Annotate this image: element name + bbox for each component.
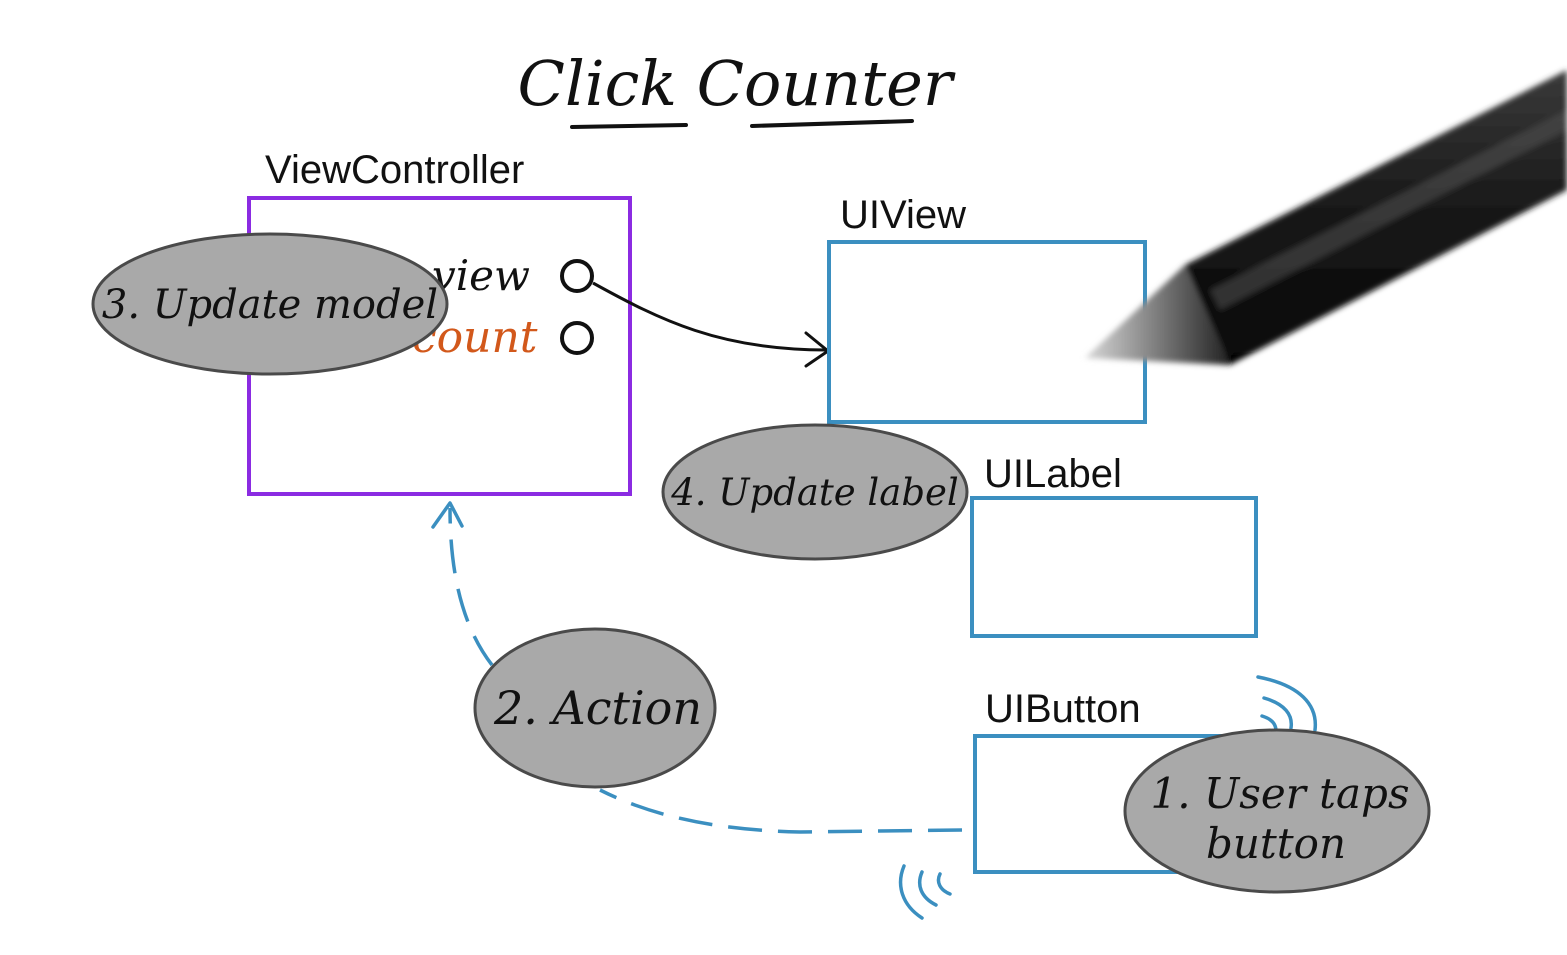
uilabel-label: UILabel [984,452,1122,496]
outlet-view-label: view [432,251,530,300]
step-3-text: 3. Update model [102,282,438,328]
action-dashed-path [599,788,963,834]
viewcontroller-label: ViewController [265,148,524,192]
step-2-action: 2. Action [473,627,717,789]
view-outlet-arrow [592,281,827,352]
step-1-text-line2: button [1206,819,1346,868]
step-4-text: 4. Update label [670,471,959,514]
step-4-update-label: 4. Update label [661,423,969,561]
stylus-pen-icon [1085,70,1567,365]
step-1-user-taps-button: 1. User taps button [1123,728,1431,894]
step-3-update-model: 3. Update model [91,232,449,376]
uiview-label: UIView [840,193,966,237]
uiview-box [827,240,1147,424]
diagram-title: Click Counter [518,47,956,120]
tap-waves-icon [898,675,1318,920]
uibutton-label: UIButton [985,687,1141,731]
step-2-text: 2. Action [493,681,702,735]
title-underline-left [570,123,688,129]
outlet-count-connector [560,321,594,355]
step-1-text-line1: 1. User taps [1150,769,1409,818]
action-arrowhead [431,501,464,529]
title-underline-right [750,119,914,128]
action-dashed-path-upper [448,507,494,667]
uilabel-box [970,496,1258,638]
outlet-view-connector [560,259,594,293]
